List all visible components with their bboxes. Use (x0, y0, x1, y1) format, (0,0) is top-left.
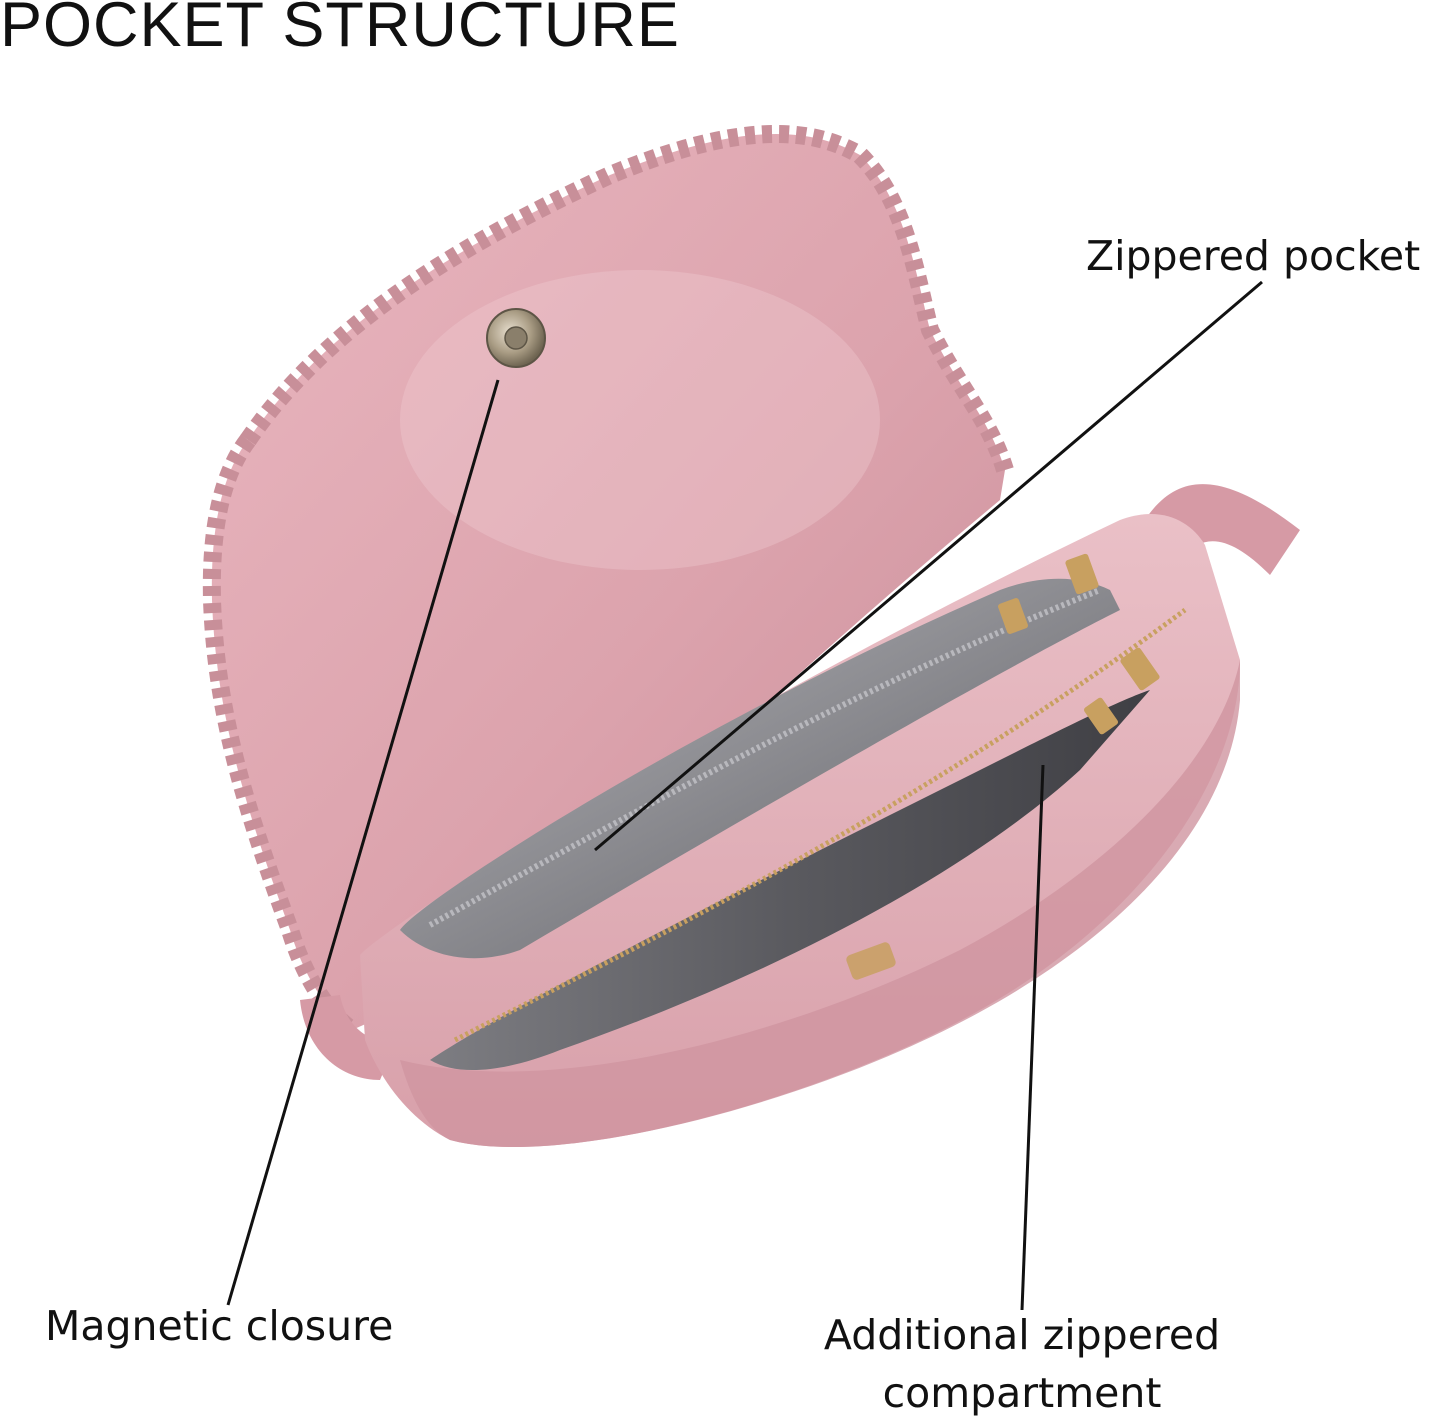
callout-additional-compartment: Additional zippered compartment (823, 1311, 1221, 1417)
callout-zippered-pocket: Zippered pocket (1086, 232, 1421, 280)
page-title: POCKET STRUCTURE (0, 0, 680, 60)
callout-magnetic-closure: Magnetic closure (45, 1302, 394, 1350)
callout-line-magnetic-closure (226, 379, 500, 1306)
callout-line-zippered-pocket (594, 280, 1263, 852)
magnetic-snap-icon (486, 308, 546, 368)
zippered-pocket-opening (400, 553, 1120, 959)
callout-line-additional-compartment (1020, 764, 1045, 1311)
additional-compartment-opening (430, 607, 1187, 1071)
bag-flap (202, 124, 1014, 1038)
